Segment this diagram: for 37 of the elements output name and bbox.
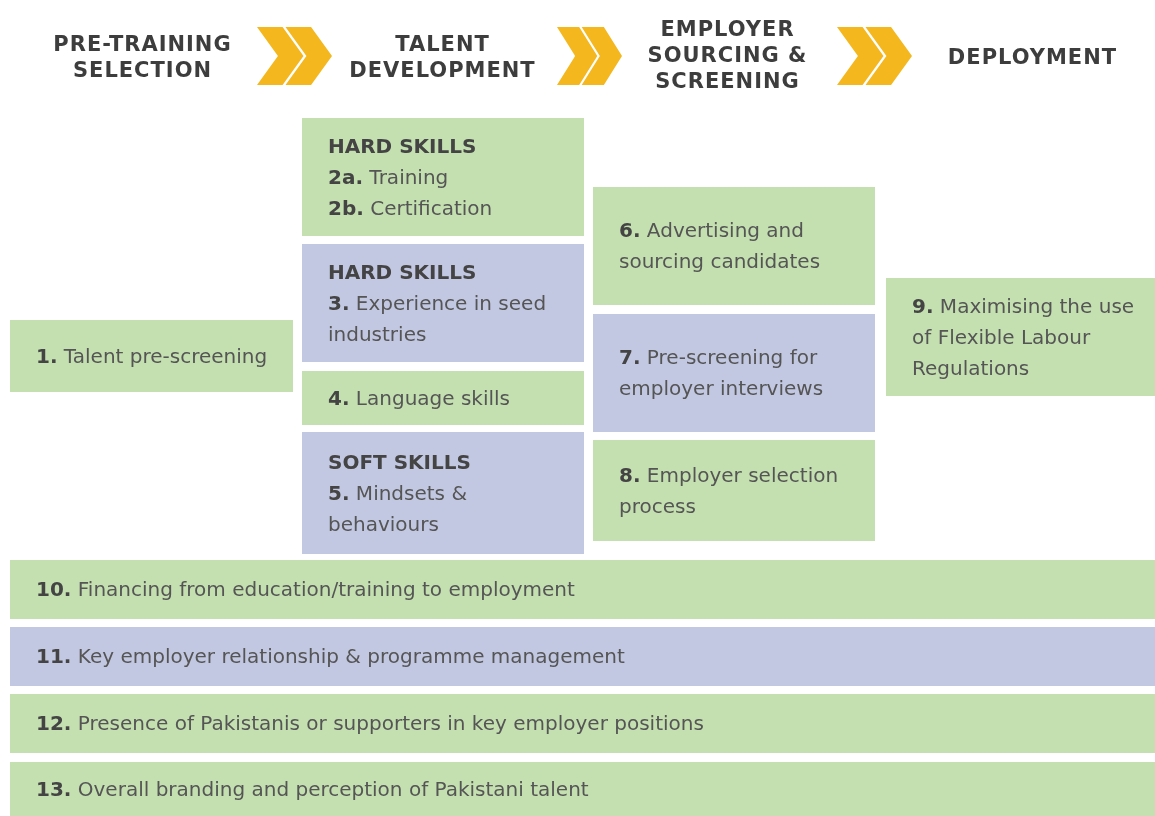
stage-heading: TALENT DEVELOPMENT	[340, 28, 545, 85]
step-box	[10, 627, 1155, 686]
step-box	[593, 187, 875, 305]
step-text: 4. Language skills	[328, 384, 512, 412]
category-heading: SOFT SKILLS	[328, 448, 472, 476]
step-text: 5. Mindsets & behaviours	[328, 479, 468, 538]
step-text: 8. Employer selection process	[619, 461, 840, 520]
chevron-arrow	[837, 27, 912, 85]
step-text: 7. Pre-screening for employer interviews	[619, 344, 825, 402]
step-text: 2a. Training	[328, 163, 450, 191]
step-text: 2b. Certification	[328, 194, 494, 222]
step-text: 11. Key employer relationship & programme management	[36, 643, 626, 670]
chevron-arrow	[557, 27, 622, 85]
chevron-arrow	[257, 27, 332, 85]
step-text: 12. Presence of Pakistanis or supporters in key employer positions	[36, 710, 705, 737]
step-text: 1. Talent pre-screening	[36, 342, 269, 370]
step-box	[593, 440, 875, 541]
step-box	[10, 762, 1155, 816]
category-heading: HARD SKILLS	[328, 258, 478, 286]
step-box	[302, 432, 584, 554]
step-box	[10, 560, 1155, 619]
step-box	[886, 278, 1155, 396]
step-text: 6. Advertising and sourcing candidates	[619, 217, 822, 275]
step-box	[302, 371, 584, 425]
category-heading: HARD SKILLS	[328, 132, 478, 160]
step-box	[302, 244, 584, 362]
step-text: 10. Financing from education/training to employment	[36, 576, 576, 603]
stage-heading: PRE-TRAINING SELECTION	[40, 28, 245, 85]
stage-heading: EMPLOYER SOURCING & SCREENING	[630, 12, 825, 98]
step-text: 3. Experience in seed industries	[328, 289, 548, 348]
step-box	[10, 694, 1155, 753]
step-box	[302, 118, 584, 236]
step-text: 13. Overall branding and perception of Pakistani talent	[36, 775, 590, 803]
step-box	[10, 320, 293, 392]
step-box	[593, 314, 875, 432]
stage-heading: DEPLOYMENT	[920, 28, 1145, 85]
step-text: 9. Maximising the use of Flexible Labour Regulations	[912, 292, 1136, 382]
